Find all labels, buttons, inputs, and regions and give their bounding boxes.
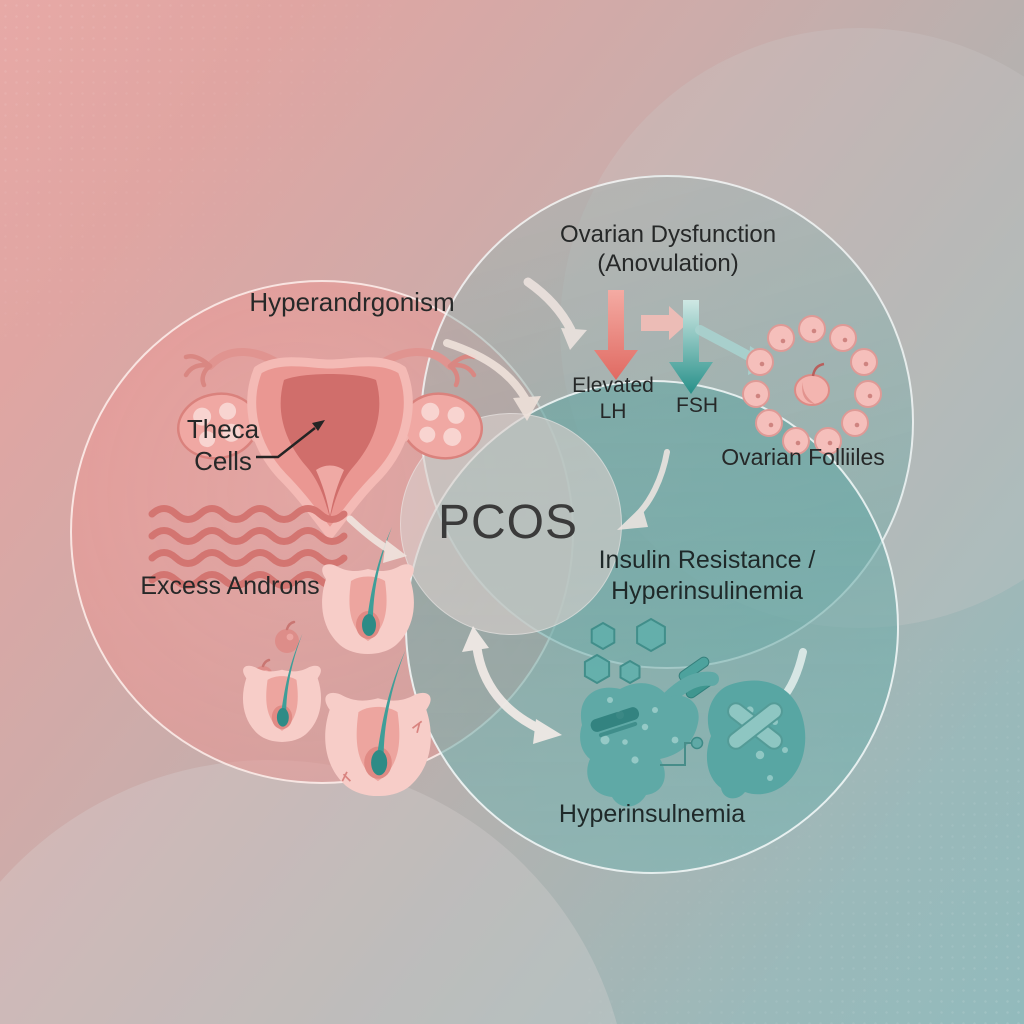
flow-arrow-androgens-to-center (346, 515, 407, 563)
flow-arrow-left-to-center (443, 339, 541, 421)
insulin-resistance-label: Insulin Resistance / Hyperinsulinemia (599, 545, 816, 606)
ovarian-follicles-label: Ovarian Folliiles (721, 444, 885, 470)
theca-cells-line2: Cells (194, 445, 252, 476)
follicle-ring-icon (742, 315, 882, 455)
insulin-resistance-line1: Insulin Resistance / (598, 546, 816, 574)
pcos-center-label: PCOS (437, 496, 579, 549)
fsh-label: FSH (676, 394, 718, 417)
theca-cells-label: Theca Cells (187, 414, 259, 477)
theca-cells-line1: Theca (186, 414, 260, 444)
insulin-hexagons-icon (583, 617, 666, 685)
flow-arrow-top-overlap (523, 277, 587, 350)
fimbriae-right (447, 354, 477, 388)
ovarian-dysfunction-label: Ovarian Dysfunction (Anovulation) (560, 220, 776, 279)
flow-arrow-double-headed (462, 626, 562, 744)
fimbriae-left (183, 354, 213, 388)
excess-androgens-label: Excess Androns (140, 572, 320, 600)
red-down-arrow-icon (594, 290, 638, 380)
pink-right-arrow-icon (641, 306, 688, 340)
theca-cells-pointer-icon (256, 420, 325, 459)
uterus-ovaries-icon (176, 348, 484, 539)
ovary-right (400, 392, 484, 460)
elevated-lh-label: Elevated LH (572, 373, 654, 424)
elevated-lh-line2: LH (599, 399, 627, 423)
teal-down-arrow-icon (669, 300, 713, 394)
flow-arrow-ovarian-to-insulin (617, 449, 670, 530)
hair-follicle-icon (242, 527, 431, 797)
ovarian-dysfunction-line1: Ovarian Dysfunction (559, 221, 777, 248)
central-ovum (794, 362, 830, 406)
pancreas-left-icon (580, 671, 719, 807)
ovary-left (176, 392, 260, 460)
hyperandrogenism-label: Hyperandrgonism (249, 287, 455, 317)
androgen-waves-icon (148, 505, 348, 589)
pancreas-right-icon (706, 680, 806, 799)
elevated-lh-line1: Elevated (572, 374, 654, 397)
ovarian-dysfunction-line2: (Anovulation) (597, 250, 739, 278)
hyperinsulinemia-label: Hyperinsulnemia (558, 800, 746, 828)
insulin-resistance-line2: Hyperinsulinemia (611, 576, 803, 605)
